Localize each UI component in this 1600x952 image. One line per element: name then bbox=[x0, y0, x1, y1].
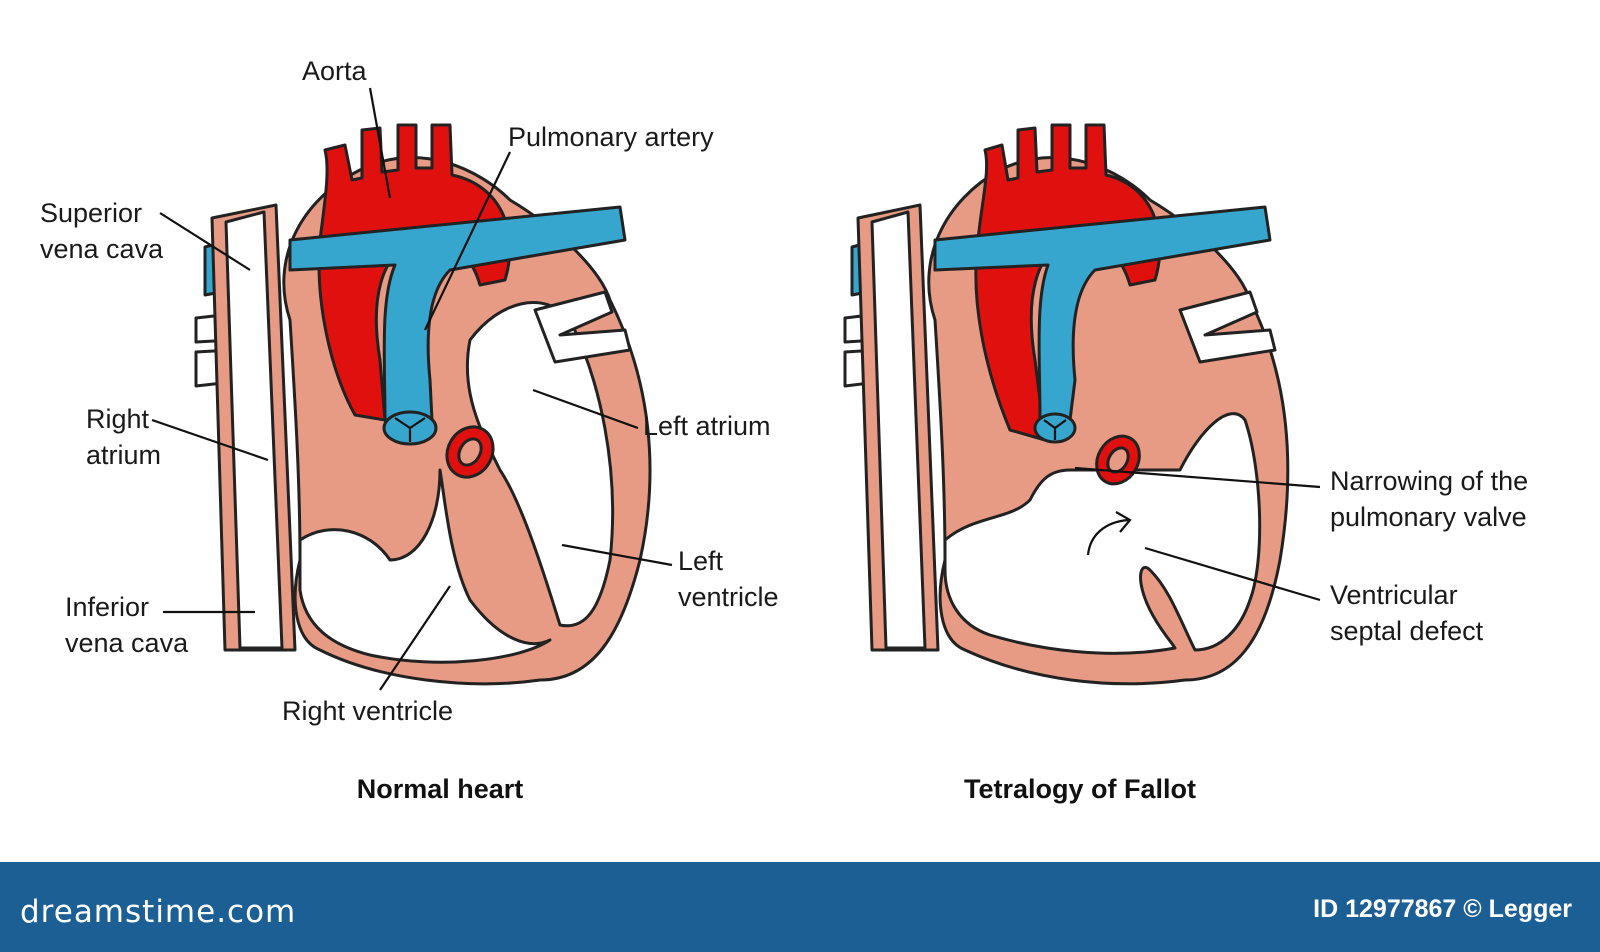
watermark-footer: dreamstime.com ID 12977867 © Legger bbox=[0, 862, 1600, 952]
tof-pulmonary-veins bbox=[1178, 290, 1277, 364]
label-superior-vena-cava-1: Superior bbox=[40, 198, 142, 228]
label-vsd-2: septal defect bbox=[1330, 616, 1484, 646]
label-right-ventricle: Right ventricle bbox=[282, 696, 453, 726]
tof-narrow-pulmonary-valve bbox=[1033, 412, 1077, 444]
label-aorta: Aorta bbox=[302, 56, 368, 86]
label-left-atrium: Left atrium bbox=[643, 411, 771, 441]
label-inferior-vena-cava-1: Inferior bbox=[65, 592, 149, 622]
caption-tetralogy-of-fallot: Tetralogy of Fallot bbox=[964, 774, 1196, 804]
image-credit: ID 12977867 © Legger bbox=[1313, 895, 1572, 923]
label-narrowing-1: Narrowing of the bbox=[1330, 466, 1528, 496]
normal-leader-lines bbox=[151, 87, 673, 691]
caption-normal-heart: Normal heart bbox=[357, 774, 524, 804]
label-inferior-vena-cava-2: vena cava bbox=[65, 628, 189, 658]
normal-labels: Aorta Pulmonary artery Superior vena cav… bbox=[40, 56, 779, 804]
label-right-atrium-2: atrium bbox=[86, 440, 161, 470]
normal-pulmonary-veins bbox=[533, 290, 632, 364]
label-left-ventricle-2: ventricle bbox=[678, 582, 779, 612]
label-pulmonary-artery: Pulmonary artery bbox=[508, 122, 714, 152]
tof-leader-lines bbox=[1074, 466, 1321, 602]
normal-right-ventricle-cavity bbox=[298, 468, 552, 664]
dreamstime-logo-text: dreamstime.com bbox=[20, 894, 297, 930]
label-left-ventricle-1: Left bbox=[678, 546, 724, 576]
tof-shunt-arrow bbox=[1086, 511, 1132, 556]
label-vsd-1: Ventricular bbox=[1330, 580, 1458, 610]
tetralogy-heart-illustration bbox=[843, 123, 1290, 686]
label-narrowing-2: pulmonary valve bbox=[1330, 502, 1527, 532]
normal-heart-illustration bbox=[194, 123, 652, 686]
normal-aortic-valve bbox=[445, 425, 495, 479]
normal-pulmonary-valve bbox=[382, 410, 438, 446]
tof-ventricular-cavity bbox=[943, 412, 1262, 655]
normal-vena-cava-lumen bbox=[224, 210, 284, 650]
label-superior-vena-cava-2: vena cava bbox=[40, 234, 164, 264]
tof-labels: Narrowing of the pulmonary valve Ventric… bbox=[964, 466, 1528, 804]
tof-vena-cava-lumen bbox=[870, 210, 927, 650]
label-right-atrium-1: Right bbox=[86, 404, 150, 434]
